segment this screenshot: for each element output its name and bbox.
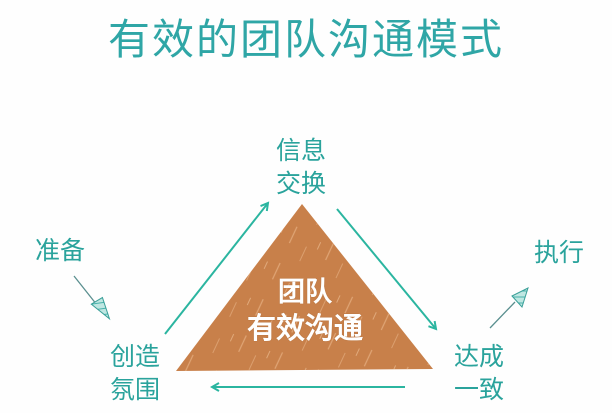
- node-reach-consensus: 达成 一致: [446, 340, 512, 406]
- triangle-shape: [176, 204, 433, 371]
- arrow-consensus-to-execute: [489, 287, 529, 329]
- node-execute: 执行: [526, 236, 592, 269]
- node-create-atmosphere-line2: 氛围: [109, 375, 160, 404]
- node-reach-consensus-line2: 一致: [453, 375, 504, 404]
- node-reach-consensus-line1: 达成: [453, 342, 504, 371]
- node-execute-label: 执行: [533, 238, 584, 267]
- arrow-to-consensus: [336, 208, 436, 329]
- arrow-to-info-exchange: [164, 203, 268, 335]
- triangle-center-text: 团队 有效沟通: [230, 276, 380, 346]
- node-info-exchange-line1: 信息: [275, 136, 326, 165]
- node-create-atmosphere-line1: 创造: [109, 342, 160, 371]
- center-line1: 团队: [278, 277, 332, 308]
- node-prepare-label: 准备: [34, 236, 85, 265]
- node-info-exchange-line2: 交换: [275, 169, 326, 198]
- diagram-title: 有效的团队沟通模式: [107, 15, 504, 64]
- node-info-exchange: 信息 交换: [268, 134, 334, 200]
- arrow-prepare-to-atmosphere: [73, 275, 111, 321]
- center-line2: 有效沟通: [246, 311, 363, 345]
- node-prepare: 准备: [28, 234, 92, 267]
- node-create-atmosphere: 创造 氛围: [102, 340, 168, 406]
